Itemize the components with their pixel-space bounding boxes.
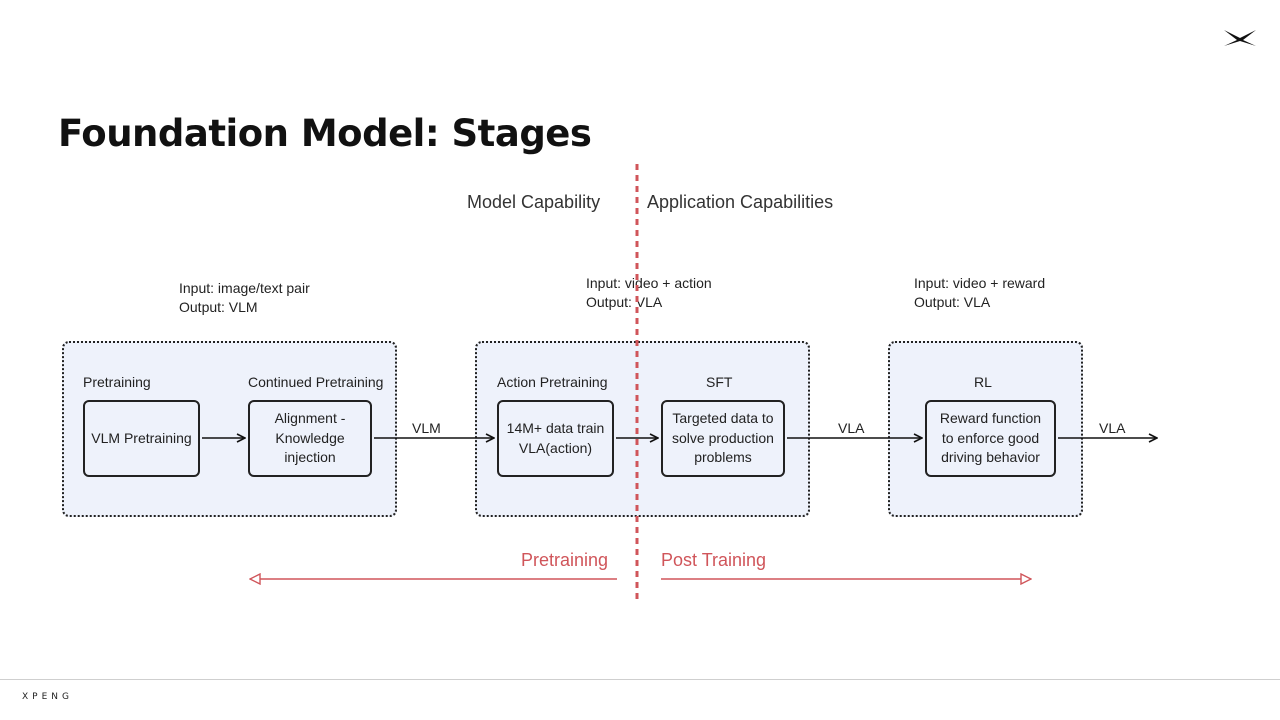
box-rl-line: driving behavior [941, 449, 1040, 466]
group2-io: Input: video + action Output: VLA [586, 274, 712, 312]
box-vlm-pretraining: VLM Pretraining [83, 400, 200, 477]
flow-label-vla-2: VLA [1099, 420, 1126, 436]
footer-brand-wordmark: XPENG [22, 692, 73, 702]
page-title: Foundation Model: Stages [58, 112, 592, 155]
box-sft-line: Targeted data to [672, 410, 774, 427]
box-rl-text: Reward function to enforce good driving … [940, 409, 1041, 468]
group1-output: Output: VLM [179, 299, 258, 315]
group3-io: Input: video + reward Output: VLA [914, 274, 1045, 312]
box-sft-line: problems [694, 449, 752, 466]
footer-divider [0, 679, 1280, 680]
stage-label-action-pretraining: Action Pretraining [497, 374, 608, 390]
group1-input: Input: image/text pair [179, 280, 310, 296]
box-action-pretraining: 14M+ data train VLA(action) [497, 400, 614, 477]
phase-label-post-training: Post Training [661, 550, 767, 570]
group2-input: Input: video + action [586, 275, 712, 291]
group2-output: Output: VLA [586, 294, 663, 310]
box-action-line: VLA(action) [518, 439, 593, 456]
stage-label-pretraining: Pretraining [83, 374, 151, 390]
stage-label-rl: RL [974, 374, 992, 390]
stage-label-sft: SFT [706, 374, 733, 390]
box-sft: Targeted data to solve production proble… [661, 400, 785, 477]
box-action-line: 14M+ data train [506, 420, 605, 436]
box-alignment-line: Alignment - [274, 410, 346, 427]
group3-output: Output: VLA [914, 294, 991, 310]
phase-label-pretraining: Pretraining [521, 550, 609, 570]
box-alignment-line: injection [284, 449, 336, 466]
box-action-text: 14M+ data train VLA(action) [507, 419, 605, 458]
box-alignment-line: Knowledge [275, 429, 345, 446]
box-rl: Reward function to enforce good driving … [925, 400, 1056, 477]
box-sft-line: solve production [672, 429, 774, 446]
flow-label-vla-1: VLA [838, 420, 865, 436]
box-alignment-text: Alignment - Knowledge injection [275, 409, 346, 468]
stage-label-continued-pretraining: Continued Pretraining [248, 374, 384, 390]
box-sft-text: Targeted data to solve production proble… [672, 409, 774, 468]
box-alignment-knowledge: Alignment - Knowledge injection [248, 400, 372, 477]
section-model-capability: Model Capability [467, 192, 601, 212]
box-rl-line: to enforce good [941, 429, 1040, 446]
group3-input: Input: video + reward [914, 275, 1046, 291]
box-vlm-pretraining-text: VLM Pretraining [91, 429, 192, 446]
box-rl-line: Reward function [939, 410, 1042, 427]
flow-label-vlm: VLM [412, 420, 441, 436]
section-application-capabilities: Application Capabilities [647, 192, 834, 212]
group1-io: Input: image/text pair Output: VLM [179, 279, 310, 317]
